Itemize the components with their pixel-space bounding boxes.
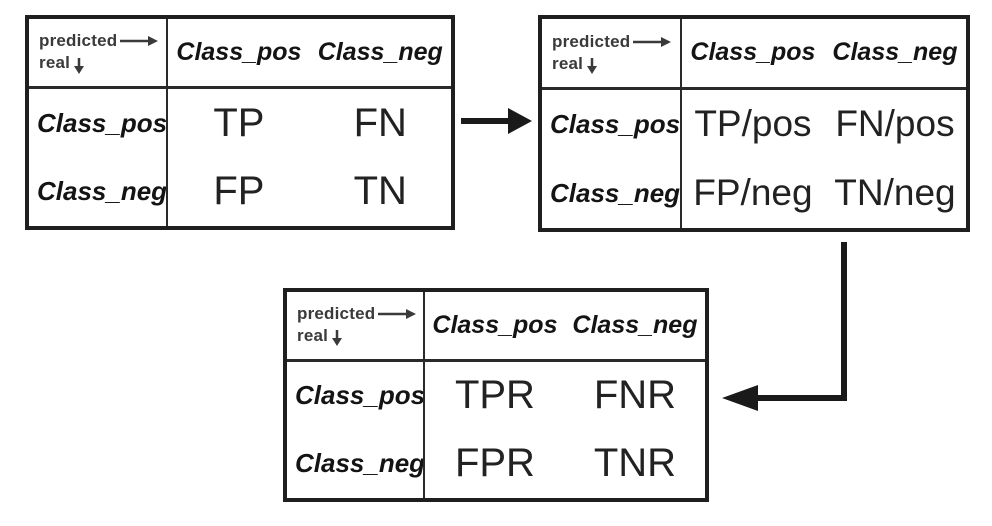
right-arrow-icon bbox=[633, 36, 672, 47]
row-label-class-neg: Class_neg bbox=[29, 157, 169, 226]
predicted-label: predicted bbox=[552, 31, 631, 51]
real-label: real bbox=[39, 53, 71, 73]
matrix-cell-fn: FN bbox=[353, 100, 407, 145]
matrix-cell-tn-neg: TN/neg bbox=[834, 172, 956, 214]
column-header-class-pos: Class_pos bbox=[681, 19, 824, 90]
matrix-cell-tpr: TPR bbox=[454, 373, 535, 418]
row-label-class-neg: Class_neg bbox=[542, 158, 682, 228]
matrix-cell-tnr: TNR bbox=[593, 441, 677, 486]
matrix-cell-tp: TP bbox=[213, 100, 265, 145]
confusion-matrix-table-counts: predicted real Class_pos Class_neg Class… bbox=[25, 15, 455, 230]
row-label-class-neg: Class_neg bbox=[287, 429, 425, 498]
right-arrow-icon bbox=[120, 36, 159, 47]
confusion-matrix-table-rates: predicted real Class_pos Class_neg Class… bbox=[283, 288, 709, 502]
corner-cell: predicted real bbox=[29, 19, 169, 89]
row-label-class-pos: Class_pos bbox=[542, 89, 682, 159]
corner-cell: predicted real bbox=[287, 292, 425, 362]
matrix-cell-tp-pos: TP/pos bbox=[694, 103, 812, 145]
matrix-cell-fp: FP bbox=[213, 169, 265, 214]
matrix-cell-fn-pos: FN/pos bbox=[835, 103, 955, 145]
confusion-matrix-table-normalized: predicted real Class_pos Class_neg Class… bbox=[538, 15, 970, 232]
column-header-class-neg: Class_neg bbox=[823, 19, 966, 90]
predicted-label: predicted bbox=[39, 31, 118, 51]
elbow-flow-arrow bbox=[722, 242, 847, 411]
matrix-cell-tn: TN bbox=[353, 169, 407, 214]
column-header-class-neg: Class_neg bbox=[309, 19, 451, 89]
matrix-cell-fpr: FPR bbox=[454, 441, 535, 486]
down-arrow-icon bbox=[332, 330, 343, 347]
real-label: real bbox=[297, 326, 329, 346]
column-header-class-neg: Class_neg bbox=[564, 292, 705, 362]
row-label-class-pos: Class_pos bbox=[29, 88, 169, 158]
right-flow-arrow bbox=[461, 108, 532, 134]
matrix-cell-fnr: FNR bbox=[593, 373, 677, 418]
right-arrow-icon bbox=[378, 309, 417, 320]
down-arrow-icon bbox=[74, 57, 85, 74]
down-arrow-icon bbox=[587, 57, 598, 74]
row-label-class-pos: Class_pos bbox=[287, 361, 425, 430]
corner-cell: predicted real bbox=[542, 19, 682, 90]
predicted-label: predicted bbox=[297, 304, 376, 324]
real-label: real bbox=[552, 53, 584, 73]
matrix-cell-fp-neg: FP/neg bbox=[693, 172, 813, 214]
column-header-class-pos: Class_pos bbox=[168, 19, 310, 89]
column-header-class-pos: Class_pos bbox=[424, 292, 565, 362]
